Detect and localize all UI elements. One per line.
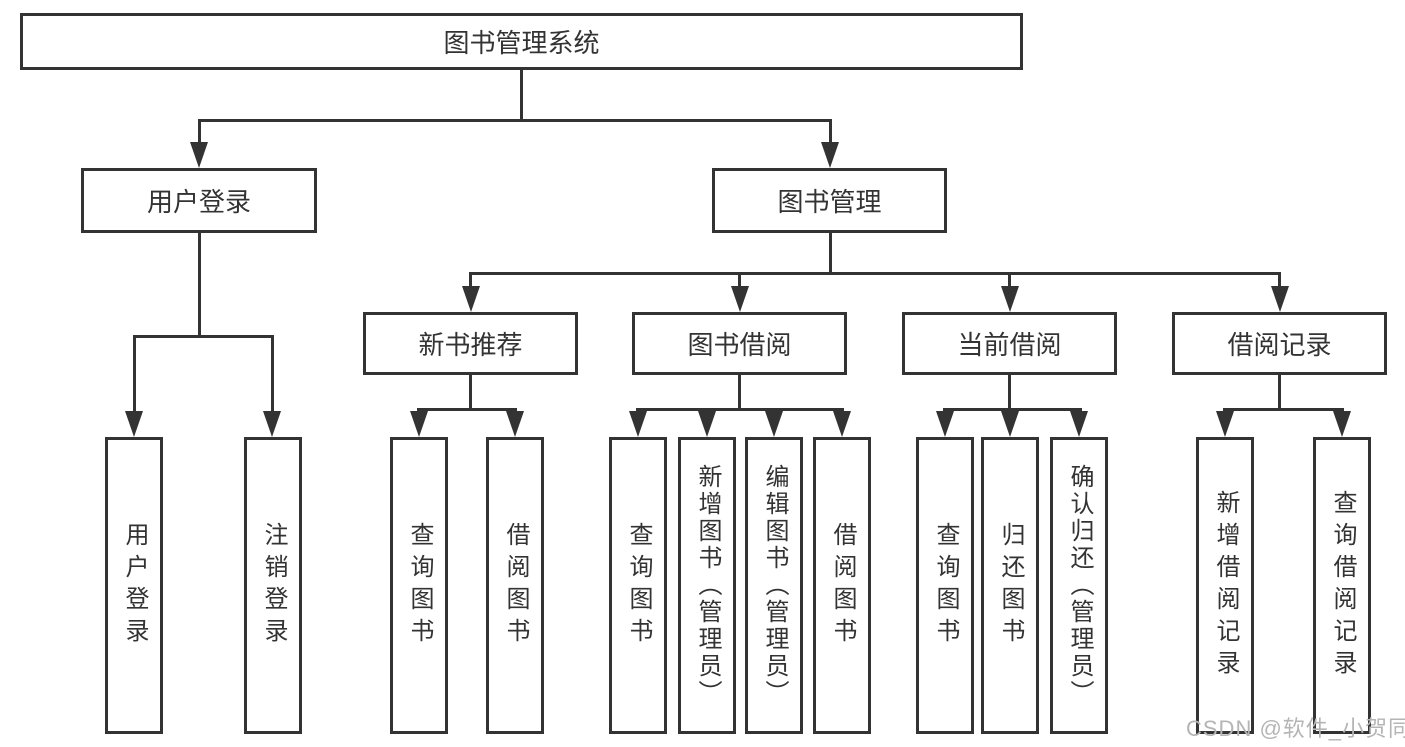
arrowhead-to-user-login-icon — [190, 142, 208, 168]
node-book-borrowing: 图书借阅 — [632, 312, 847, 375]
arrowhead-to-borrowing-icon — [731, 286, 749, 312]
connector-current-stem — [1008, 375, 1011, 410]
leaf-recommend-borrow-books-label: 借阅图书 — [502, 521, 529, 650]
node-new-book-recommend: 新书推荐 — [363, 312, 578, 375]
connector-to-recommend — [469, 272, 472, 288]
arrowhead-to-leaf-rec-borrow-icon — [506, 411, 524, 437]
arrowhead-to-recommend-icon — [462, 286, 480, 312]
leaf-confirm-return-admin: 确认归还（管理员） — [1050, 437, 1108, 734]
arrowhead-to-leaf-logout-icon — [263, 411, 281, 437]
leaf-return-book-label: 归还图书 — [997, 521, 1024, 650]
connector-borrowing-rail — [636, 408, 844, 411]
arrowhead-to-leaf-cur-query-icon — [936, 411, 954, 437]
leaf-confirm-return-admin-label: 确认归还（管理员） — [1066, 464, 1093, 707]
leaf-query-borrow-record: 查询借阅记录 — [1313, 437, 1371, 734]
arrowhead-to-leaf-bor-borrow-icon — [833, 411, 851, 437]
leaf-logout: 注销登录 — [244, 437, 302, 734]
arrowhead-to-leaf-user-login-icon — [125, 411, 143, 437]
connector-to-records — [1278, 272, 1281, 288]
connector-records-stem — [1278, 375, 1281, 410]
connector-level2-rail — [469, 272, 1281, 275]
leaf-edit-book-admin-label: 编辑图书（管理员） — [761, 464, 788, 707]
arrowhead-to-leaf-bor-query-icon — [629, 411, 647, 437]
leaf-logout-label: 注销登录 — [260, 521, 287, 650]
arrowhead-to-records-icon — [1271, 286, 1289, 312]
node-new-book-recommend-label: 新书推荐 — [418, 330, 523, 360]
arrowhead-to-leaf-confirm-return-icon — [1070, 411, 1088, 437]
leaf-user-login: 用户登录 — [105, 437, 163, 734]
leaf-recommend-borrow-books: 借阅图书 — [486, 437, 544, 734]
leaf-borrowing-query-books: 查询图书 — [609, 437, 667, 734]
leaf-recommend-query-books-label: 查询图书 — [406, 521, 433, 650]
connector-user-stem — [198, 233, 201, 337]
node-root-label: 图书管理系统 — [443, 28, 600, 58]
leaf-query-borrow-record-label: 查询借阅记录 — [1329, 489, 1356, 682]
leaf-borrowing-borrow-books: 借阅图书 — [813, 437, 871, 734]
leaf-current-query-books: 查询图书 — [916, 437, 974, 734]
arrowhead-to-book-management-icon — [821, 142, 839, 168]
arrowhead-to-leaf-edit-book-icon — [765, 411, 783, 437]
arrowhead-to-leaf-return-icon — [1001, 411, 1019, 437]
leaf-borrowing-borrow-books-label: 借阅图书 — [829, 521, 856, 650]
leaf-recommend-query-books: 查询图书 — [390, 437, 448, 734]
connector-records-rail — [1223, 408, 1344, 411]
connector-current-rail — [943, 408, 1082, 411]
connector-book-stem — [829, 233, 832, 275]
leaf-add-borrow-record: 新增借阅记录 — [1196, 437, 1254, 734]
connector-recommend-rail — [417, 408, 517, 411]
arrowhead-to-current-icon — [1001, 286, 1019, 312]
arrowhead-to-leaf-add-record-icon — [1216, 411, 1234, 437]
leaf-add-book-admin-label: 新增图书（管理员） — [694, 464, 721, 707]
leaf-current-query-books-label: 查询图书 — [932, 521, 959, 650]
connector-to-current — [1008, 272, 1011, 288]
leaf-borrowing-query-books-label: 查询图书 — [625, 521, 652, 650]
connector-borrowing-stem — [738, 375, 741, 410]
connector-to-book-management — [829, 119, 832, 144]
leaf-add-book-admin: 新增图书（管理员） — [678, 437, 736, 734]
watermark: CSDN @软件_小贺同学 — [1186, 716, 1405, 741]
node-borrowing-records-label: 借阅记录 — [1227, 330, 1332, 360]
leaf-add-borrow-record-label: 新增借阅记录 — [1212, 489, 1239, 682]
node-user-login: 用户登录 — [81, 168, 317, 233]
connector-root-stem — [520, 70, 523, 121]
connector-level1-rail — [198, 119, 832, 122]
node-book-borrowing-label: 图书借阅 — [687, 330, 792, 360]
node-book-management-label: 图书管理 — [777, 187, 882, 217]
arrowhead-to-leaf-query-record-icon — [1333, 411, 1351, 437]
connector-to-user-login — [198, 119, 201, 144]
connector-user-rail — [133, 335, 274, 338]
arrowhead-to-leaf-add-book-icon — [698, 411, 716, 437]
connector-to-leaf-user-login — [133, 335, 136, 413]
node-borrowing-records: 借阅记录 — [1172, 312, 1387, 375]
connector-to-borrowing — [738, 272, 741, 288]
node-current-borrowing-label: 当前借阅 — [957, 330, 1062, 360]
leaf-return-book: 归还图书 — [981, 437, 1039, 734]
arrowhead-to-leaf-rec-query-icon — [410, 411, 428, 437]
node-current-borrowing: 当前借阅 — [902, 312, 1117, 375]
node-root: 图书管理系统 — [20, 13, 1023, 70]
connector-recommend-stem — [469, 375, 472, 410]
connector-to-leaf-logout — [271, 335, 274, 413]
leaf-user-login-label: 用户登录 — [121, 521, 148, 650]
node-user-login-label: 用户登录 — [146, 187, 251, 217]
leaf-edit-book-admin: 编辑图书（管理员） — [745, 437, 803, 734]
node-book-management: 图书管理 — [712, 168, 947, 233]
